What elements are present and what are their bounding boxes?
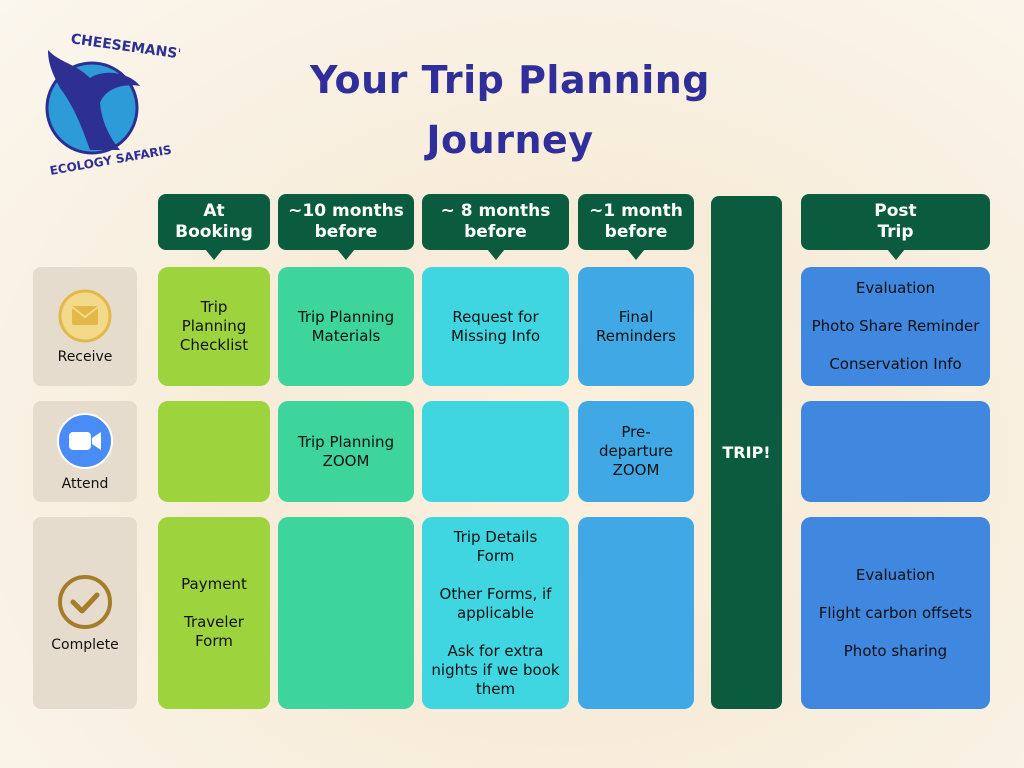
video-camera-icon	[57, 412, 113, 469]
page-title: Your Trip Planning Journey	[309, 58, 710, 162]
cell-complete-post: Evaluation Flight carbon offsets Photo s…	[801, 517, 990, 709]
cell-complete-1mo	[578, 517, 694, 709]
cell-receive-10mo: Trip Planning Materials	[278, 267, 414, 386]
cell-attend-8mo	[422, 401, 569, 502]
checkmark-circle-icon	[58, 575, 112, 629]
trip-column: TRIP!	[711, 196, 782, 709]
cell-receive-booking: Trip Planning Checklist	[158, 267, 270, 386]
header-10-months: ~10 months before	[278, 194, 414, 260]
svg-text:CHEESEMANS': CHEESEMANS'	[70, 31, 180, 62]
cell-receive-8mo: Request for Missing Info	[422, 267, 569, 386]
header-post-trip: Post Trip	[801, 194, 990, 260]
cell-attend-post	[801, 401, 990, 502]
cell-receive-post: Evaluation Photo Share Reminder Conserva…	[801, 267, 990, 386]
row-label-complete: Complete	[33, 517, 137, 709]
header-1-month: ~1 month before	[578, 194, 694, 260]
cell-receive-1mo: Final Reminders	[578, 267, 694, 386]
cell-attend-booking	[158, 401, 270, 502]
cell-attend-10mo: Trip Planning ZOOM	[278, 401, 414, 502]
cell-complete-10mo	[278, 517, 414, 709]
header-8-months: ~ 8 months before	[422, 194, 569, 260]
logo: CHEESEMANS' ECOLOGY SAFARIS	[30, 28, 183, 178]
row-label-text: Attend	[61, 475, 109, 492]
header-at-booking: At Booking	[158, 194, 270, 260]
envelope-icon	[58, 289, 112, 342]
row-label-text: Receive	[57, 348, 113, 365]
cell-attend-1mo: Pre- departure ZOOM	[578, 401, 694, 502]
cell-complete-booking: Payment Traveler Form	[158, 517, 270, 709]
row-label-text: Complete	[51, 637, 119, 653]
row-label-attend: Attend	[33, 401, 137, 502]
cell-complete-8mo: Trip Details Form Other Forms, if applic…	[422, 517, 569, 709]
row-label-receive: Receive	[33, 267, 137, 386]
